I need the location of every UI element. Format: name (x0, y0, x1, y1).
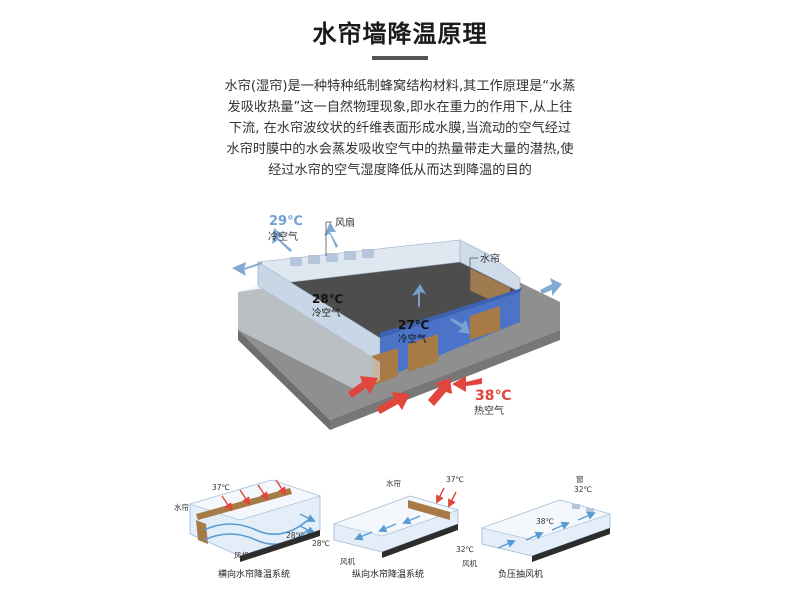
system2-caption: 纵向水帘降温系统 (352, 568, 424, 580)
system2-cool-temp: 28℃ (312, 539, 330, 548)
inside-left-temp: 28℃ (312, 292, 343, 306)
system2-curtain-label: 水帘 (386, 478, 401, 488)
description: 水帘(湿帘)是一种特种纸制蜂窝结构材料,其工作原理是“水蒸 发吸收热量”这一自然… (178, 76, 622, 181)
description-line: 发吸收热量”这一自然物理现象,即水在重力的作用下,从上往 (227, 100, 573, 115)
hot-air-label: 热空气 (474, 404, 504, 417)
fan-label: 风扇 (335, 216, 355, 229)
title-underline (372, 56, 428, 60)
page-title: 水帘墙降温原理 (312, 20, 488, 48)
system1-fan-label: 风机 (234, 550, 249, 560)
system1-curtain-label: 水帘 (174, 502, 189, 512)
system1-cool-temp: 28℃ (286, 531, 304, 540)
inside-left-label: 冷空气 (312, 307, 341, 319)
water-curtain-wall (459, 239, 521, 293)
description-line: 水帘时膜中的水会蒸发吸收空气中的热量带走大量的潜热,使 (226, 142, 574, 157)
hot-temp-label: 38℃ (475, 388, 511, 404)
description-line: 水帘(湿帘)是一种特种纸制蜂窝结构材料,其工作原理是“水蒸 (224, 79, 576, 94)
system3-window-label: 窗 (576, 474, 584, 484)
system2-fan-label: 风机 (340, 556, 355, 566)
system-longitudinal: 水帘 37℃ 28℃ 风机 纵向水帘降温系统 (312, 475, 464, 580)
system3-top-temp: 32℃ (574, 485, 592, 494)
description-line: 下流, 在水帘波纹状的纤维表面形成水膜,当流动的空气经过 (228, 121, 572, 136)
system3-caption: 负压抽风机 (498, 568, 543, 580)
curtain-label: 水帘 (480, 252, 500, 265)
system3-mid-temp: 38℃ (536, 517, 554, 526)
fan-row (290, 249, 374, 266)
curtain-pad (470, 306, 500, 340)
inside-right-temp: 27℃ (398, 318, 429, 332)
building-floor (258, 260, 520, 362)
system3-fan-label: 风机 (462, 558, 477, 568)
description-line: 经过水帘的空气湿度降低从而达到降温的目的 (268, 163, 532, 178)
inside-right-label: 冷空气 (398, 333, 427, 345)
system-horizontal: 37℃ 水帘 28℃ 风机 横向水帘降温系统 (174, 479, 321, 580)
hot-air-arrows (348, 376, 482, 414)
cool-air-arrows (232, 222, 562, 334)
cool-temp-label: 29℃ (269, 214, 303, 229)
system1-hot-temp: 37℃ (212, 483, 230, 492)
cool-air-label: 冷空气 (268, 230, 298, 243)
main-building-diagram: 29℃ 冷空气 风扇 水帘 28℃ 冷空气 27℃ 冷空气 38℃ 热空气 (232, 214, 562, 430)
system3-bottom-temp: 32℃ (456, 545, 474, 554)
system2-hot-temp: 37℃ (446, 475, 464, 484)
curtain-pad (408, 334, 438, 372)
system-negative-pressure: 窗 32℃ 38℃ 32℃ 风机 负压抽风机 (456, 474, 612, 580)
system1-caption: 横向水帘降温系统 (218, 568, 290, 580)
curtain-pad (408, 500, 450, 520)
